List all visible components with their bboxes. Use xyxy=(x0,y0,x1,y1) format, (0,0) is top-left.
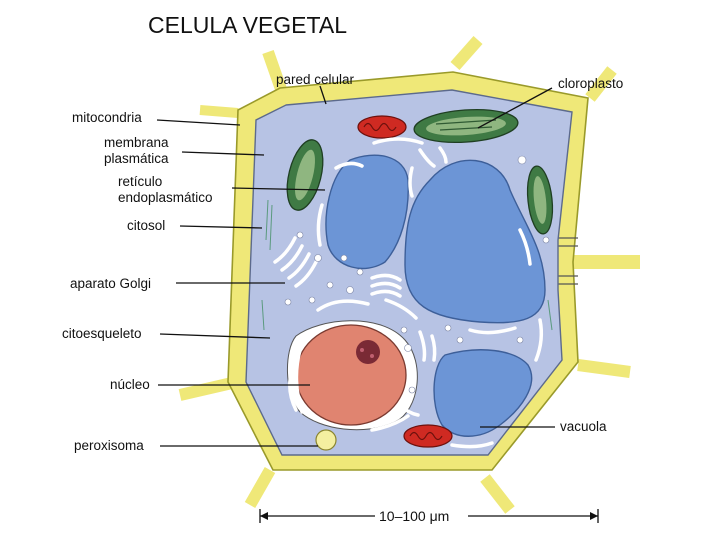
label-plasma-membrane-1: membrana xyxy=(104,135,169,150)
chloroplasts xyxy=(286,108,554,235)
endoplasmic-reticulum xyxy=(288,137,544,449)
label-nucleus: núcleo xyxy=(110,377,150,392)
leader-mitochondria xyxy=(156,119,241,126)
label-plasma-membrane-2: plasmática xyxy=(104,151,169,166)
label-cell-wall: pared celular xyxy=(276,72,355,87)
vacuole-lower xyxy=(433,349,533,437)
leader-cytoskeleton xyxy=(159,333,271,339)
label-cytosol: citosol xyxy=(127,218,165,233)
label-golgi: aparato Golgi xyxy=(70,276,151,291)
peroxisome xyxy=(315,429,337,451)
label-mitochondria: mitocondria xyxy=(72,110,142,125)
chloroplast-top xyxy=(413,108,519,144)
nucleolus xyxy=(356,340,380,364)
leader-cytosol xyxy=(179,225,263,229)
vacuoles xyxy=(325,154,546,437)
label-er-2: endoplasmático xyxy=(118,190,213,205)
label-er-1: retículo xyxy=(118,174,162,189)
label-peroxisome: peroxisoma xyxy=(74,438,144,453)
vacuole-upper xyxy=(325,154,409,270)
leader-plasma-membrane xyxy=(181,151,265,156)
labels: pared celular cloroplasto mitocondria me… xyxy=(62,72,623,453)
golgi-apparatus xyxy=(273,236,418,320)
leader-cell-wall xyxy=(319,85,327,105)
leader-er xyxy=(231,187,326,191)
scale-bar-label: 10–100 μm xyxy=(379,508,449,524)
label-cytoskeleton: citoesqueleto xyxy=(62,326,142,341)
chloroplast-left xyxy=(286,139,324,211)
label-chloroplast: cloroplasto xyxy=(558,76,623,91)
mitochondrion-bottom xyxy=(403,424,453,448)
nucleus xyxy=(287,320,418,431)
chloroplast-right xyxy=(526,165,554,235)
vacuole-large xyxy=(404,159,546,324)
cytoskeleton-filaments xyxy=(261,199,553,331)
vesicles xyxy=(284,155,550,394)
figure-title: CELULA VEGETAL xyxy=(148,12,347,38)
mitochondria xyxy=(357,115,453,448)
label-vacuole: vacuola xyxy=(560,419,607,434)
leader-chloroplast xyxy=(477,87,553,129)
leader-lines xyxy=(156,85,555,447)
scale-bar: 10–100 μm xyxy=(259,508,599,524)
mitochondrion-top xyxy=(357,115,407,139)
